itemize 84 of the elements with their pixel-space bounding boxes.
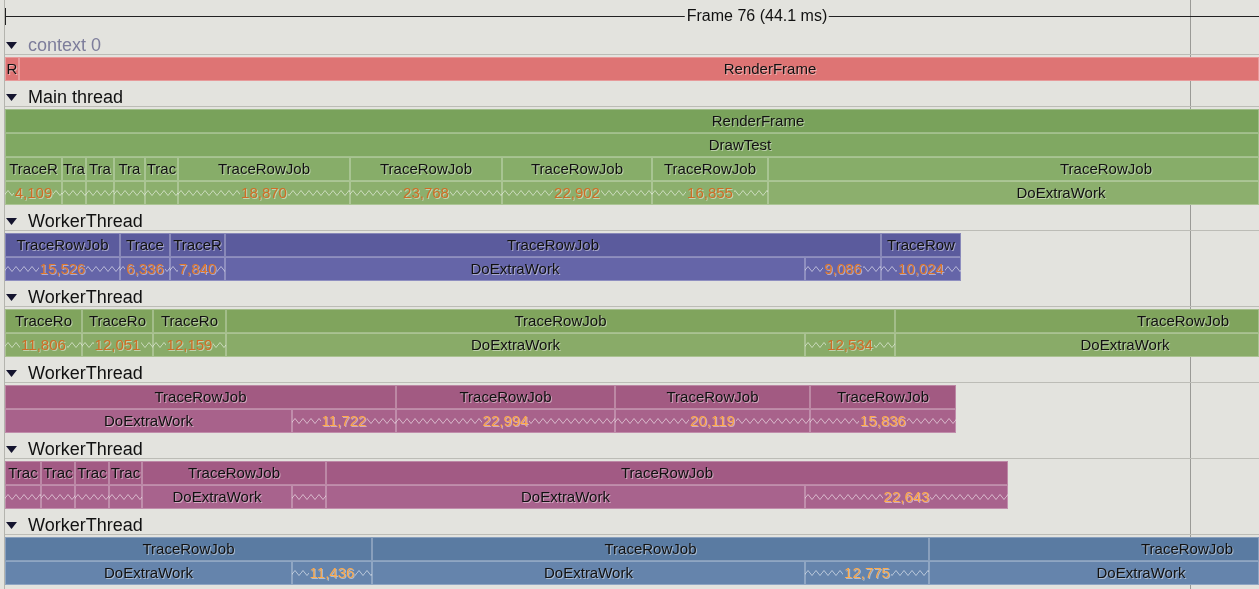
zone-bar: TraceRowJob (396, 385, 615, 409)
collapsed-zones-bar (114, 181, 145, 205)
zone-bar: TraceRowJob (5, 537, 372, 561)
collapsed-zones-bar: 22,902 (502, 181, 652, 205)
collapsed-zones-bar (62, 181, 86, 205)
zone-bar: TraceRowJob (372, 537, 929, 561)
collapsed-zones-bar (86, 181, 114, 205)
zone-bar: TraceRowJob (615, 385, 810, 409)
collapsed-zones-bar: 12,159 (153, 333, 226, 357)
collapsed-zones-bar (145, 181, 178, 205)
collapsed-zones-bar: 15,526 (5, 257, 120, 281)
collapsed-zones-bar: 11,806 (5, 333, 82, 357)
zone-bar: TraceRo (5, 309, 82, 333)
collapsed-zones-bar: 4,109 (5, 181, 62, 205)
zone-bar: TraceRowJob (652, 157, 768, 181)
zone-bar: DoExtraWork (226, 333, 805, 357)
zone-bar: TraceRowJob (768, 157, 1259, 181)
collapsed-zones-bar (75, 485, 109, 509)
zone-bar: DoExtraWork (142, 485, 292, 509)
zone-bar: TraceRowJob (142, 461, 326, 485)
zone-bar: TraceRowJob (810, 385, 956, 409)
zone-bar: TraceRowJob (895, 309, 1259, 333)
zone-bar: Trac (145, 157, 178, 181)
zone-bar: TraceRowJob (929, 537, 1259, 561)
zone-bar: Trac (5, 461, 41, 485)
collapsed-zones-bar (109, 485, 142, 509)
collapsed-zones-bar: 23,768 (350, 181, 502, 205)
collapsed-zones-bar: 15,836 (810, 409, 956, 433)
zone-bar: TraceRo (153, 309, 226, 333)
zone-bar: TraceRowJob (5, 233, 120, 257)
zone-bar: DoExtraWork (225, 257, 805, 281)
zone-bar: TraceRowJob (350, 157, 502, 181)
zone-bar: TraceRowJob (502, 157, 652, 181)
collapsed-zones-bar: 11,722 (292, 409, 396, 433)
collapsed-zones-bar: 18,870 (178, 181, 350, 205)
zone-bar: DrawTest (5, 133, 1259, 157)
collapsed-zones-bar: 16,855 (652, 181, 768, 205)
zone-bar: Trace (120, 233, 170, 257)
thread-name: WorkerThread (28, 438, 143, 460)
zone-bar: DoExtraWork (929, 561, 1259, 585)
thread-name: WorkerThread (28, 210, 143, 232)
zone-bar: DoExtraWork (326, 485, 805, 509)
collapsed-zones-bar: 9,086 (805, 257, 881, 281)
zone-bar: DoExtraWork (372, 561, 805, 585)
zone-bar: TraceR (170, 233, 225, 257)
zone-bar: Tra (86, 157, 114, 181)
zone-bar: RenderFrame (19, 57, 1259, 81)
zone-bar: Trac (75, 461, 109, 485)
collapsed-zones-bar: 6,336 (120, 257, 170, 281)
zone-bar: DoExtraWork (5, 561, 292, 585)
collapsed-zones-bar: 10,024 (881, 257, 961, 281)
zone-bar: Trac (41, 461, 75, 485)
zone-bar: Trac (109, 461, 142, 485)
zone-bar: TraceRowJob (225, 233, 881, 257)
context-name: context 0 (28, 34, 102, 56)
collapsed-zones-bar: 11,436 (292, 561, 372, 585)
collapsed-zones-bar: 20,119 (615, 409, 810, 433)
collapsed-zones-bar (5, 485, 41, 509)
collapsed-zones-bar: 12,775 (805, 561, 929, 585)
zone-bar: DoExtraWork (768, 181, 1259, 205)
zone-bar: TraceRowJob (226, 309, 895, 333)
zone-bar: Tra (114, 157, 145, 181)
collapsed-zones-bar: 12,534 (805, 333, 895, 357)
zone-bar: DoExtraWork (5, 409, 292, 433)
zone-bar: RenderFrame (5, 109, 1259, 133)
zone-bar: R (5, 57, 19, 81)
thread-name: WorkerThread (28, 362, 143, 384)
zone-bar: TraceRo (82, 309, 153, 333)
collapsed-zones-bar: 22,994 (396, 409, 615, 433)
zone-bar: TraceRow (881, 233, 961, 257)
collapsed-zones-bar: 12,051 (82, 333, 153, 357)
collapsed-zones-bar (292, 485, 326, 509)
collapsed-zones-bar: 7,840 (170, 257, 225, 281)
thread-name: Main thread (28, 86, 124, 108)
zone-bar: Tra (62, 157, 86, 181)
zone-bar: TraceRowJob (178, 157, 350, 181)
thread-name: WorkerThread (28, 286, 143, 308)
collapsed-zones-bar: 22,643 (805, 485, 1008, 509)
collapsed-zones-bar (41, 485, 75, 509)
zone-bar: TraceR (5, 157, 62, 181)
zone-bar: TraceRowJob (5, 385, 396, 409)
zone-bar: TraceRowJob (326, 461, 1008, 485)
zone-bar: DoExtraWork (895, 333, 1259, 357)
thread-name: WorkerThread (28, 514, 143, 536)
